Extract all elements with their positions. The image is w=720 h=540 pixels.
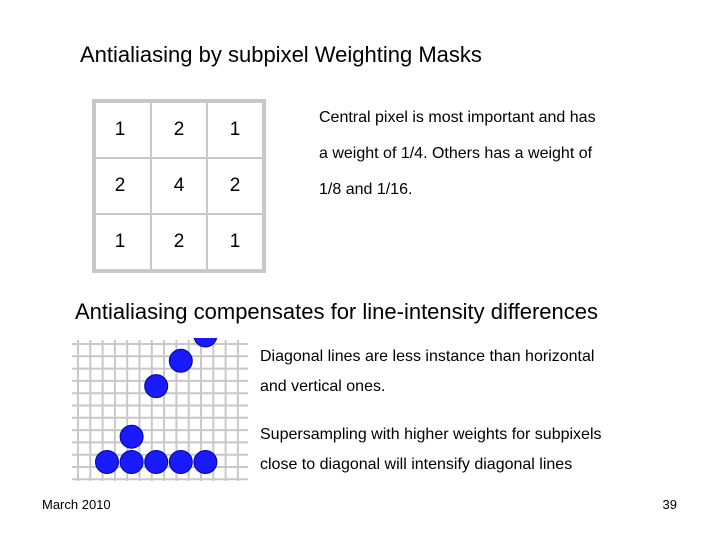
- section-subtitle: Antialiasing compensates for line-intens…: [75, 299, 598, 324]
- note-line: and vertical ones.: [260, 378, 386, 395]
- mask-description-line: a weight of 1/4. Others has a weight of: [319, 145, 593, 162]
- note-line: Supersampling with higher weights for su…: [260, 426, 602, 443]
- diagonal-line-pixel: [119, 424, 144, 449]
- pixel-dots: [95, 338, 218, 474]
- footer-date: March 2010: [42, 497, 111, 512]
- weighting-mask-grid: 1 2 1 2 4 2 1 2 1: [92, 99, 266, 273]
- mask-cell: 1: [207, 102, 263, 158]
- mask-cell: 1: [95, 214, 151, 270]
- pixel-grid-illustration: [72, 338, 248, 481]
- note-diagonal-lines: Diagonal lines are less instance than ho…: [260, 342, 594, 402]
- diagonal-line-pixel: [168, 348, 193, 373]
- mask-cell: 1: [207, 214, 263, 270]
- mask-cell: 2: [151, 102, 207, 158]
- horizontal-line-pixel: [95, 450, 119, 474]
- mask-cell: 1: [95, 102, 151, 158]
- mask-description-line: 1/8 and 1/16.: [319, 181, 413, 198]
- mask-cell: 2: [151, 214, 207, 270]
- page-number: 39: [662, 497, 677, 512]
- mask-cell-center: 4: [151, 158, 207, 214]
- mask-description-line: Central pixel is most important and has: [319, 109, 596, 126]
- mask-cell: 2: [95, 158, 151, 214]
- note-line: Diagonal lines are less instance than ho…: [260, 348, 595, 365]
- mask-cell: 2: [207, 158, 263, 214]
- horizontal-line-pixel: [193, 450, 218, 474]
- note-line: close to diagonal will intensify diagona…: [260, 456, 573, 473]
- diagonal-line-pixel: [193, 338, 218, 348]
- horizontal-line-pixel: [168, 450, 193, 474]
- slide-title: Antialiasing by subpixel Weighting Masks: [80, 42, 482, 67]
- horizontal-line-pixel: [144, 450, 169, 474]
- mask-description: Central pixel is most important and has …: [319, 100, 649, 208]
- note-supersampling: Supersampling with higher weights for su…: [260, 420, 602, 480]
- horizontal-line-pixel: [119, 450, 144, 474]
- diagonal-line-pixel: [144, 374, 169, 399]
